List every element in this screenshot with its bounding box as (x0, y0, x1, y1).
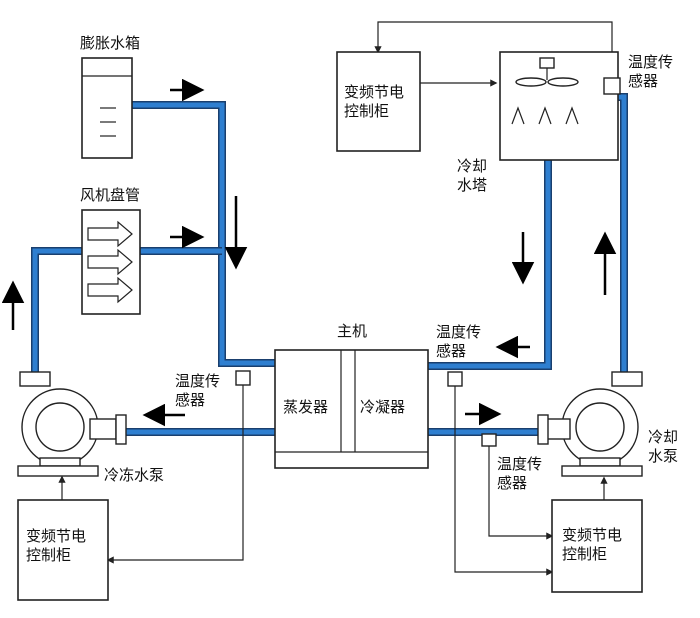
main-unit (274, 349, 429, 469)
pump-flange (115, 414, 127, 445)
label-sensor-tower: 温度传 (628, 53, 673, 71)
temperature-sensor-tower (603, 77, 621, 95)
pipe-chilled-supply (132, 101, 275, 367)
pump-icon (35, 402, 85, 452)
fan-coil-body (81, 209, 141, 315)
temperature-sensor-condenser (447, 371, 463, 387)
chilled-water-pump (17, 371, 127, 477)
expansion-tank (81, 57, 133, 159)
pump-inlet (544, 418, 571, 440)
label-vfd-chilled: 变频节电 (26, 527, 86, 545)
label-vfd-tower: 控制柜 (344, 102, 389, 120)
label-vfd-cooling: 控制柜 (562, 545, 607, 563)
pipe-condenser-to-tower (428, 160, 551, 369)
vfd-cabinet-chilled (17, 499, 109, 601)
temperature-sensor-cooling-return (481, 433, 497, 447)
pump-icon (575, 402, 625, 452)
pump-stand (39, 457, 81, 467)
label-sensor-chilled: 感器 (175, 391, 205, 409)
pump-stand (579, 457, 621, 467)
label-cooling-pump: 冷却 (648, 428, 678, 446)
flow-arrows (1, 78, 617, 427)
label-cooling-tower: 水塔 (457, 176, 487, 194)
label-sensor-chilled: 温度传 (175, 372, 220, 390)
fan-coil-arrow-icon (87, 248, 133, 276)
label-cooling-tower: 冷却 (457, 157, 487, 175)
pump-outlet (89, 418, 117, 440)
fan-icon (515, 77, 547, 87)
pipe-chilled-supply (132, 102, 275, 366)
tower-fill-mark (565, 106, 579, 125)
pipe-fancoil-to-pump (32, 248, 82, 372)
label-main-unit: 主机 (337, 322, 367, 340)
label-vfd-tower: 变频节电 (344, 83, 404, 101)
pump-flange (537, 414, 549, 445)
label-sensor-tower: 感器 (628, 72, 658, 90)
control-lines (58, 21, 613, 576)
cooling-tower (499, 51, 619, 161)
label-sensor-condenser: 温度传 (436, 323, 481, 341)
pump-icon (611, 371, 643, 387)
vfd-cabinet-tower (336, 51, 421, 152)
tower-fill-mark (511, 106, 525, 125)
label-sensor-condenser: 感器 (436, 342, 466, 360)
fan-icon (539, 57, 555, 69)
tower-fill-mark (538, 106, 552, 125)
signal-line-chilled (106, 385, 244, 564)
label-sensor-cooling-return: 感器 (497, 474, 527, 492)
label-cooling-pump: 水泵 (648, 447, 678, 465)
pump-base (17, 465, 99, 477)
vfd-cabinet-cooling (551, 499, 643, 593)
cooling-water-pump (537, 371, 643, 477)
label-sensor-cooling-return: 温度传 (497, 455, 542, 473)
signal-line-condenser (454, 386, 554, 576)
label-expansion-tank: 膨胀水箱 (80, 34, 140, 52)
temperature-sensor-chilled (235, 370, 251, 386)
fan-coil-arrow-icon (87, 220, 133, 248)
label-evaporator: 蒸发器 (283, 398, 328, 416)
label-chilled-pump: 冷冻水泵 (104, 466, 164, 484)
fan-icon (547, 77, 579, 87)
signal-line-cooling-return (488, 446, 554, 540)
label-vfd-cooling: 变频节电 (562, 526, 622, 544)
label-fan-coil: 风机盘管 (80, 186, 140, 204)
fan-coil-arrow-icon (87, 276, 133, 304)
cooling-tower-body (499, 51, 619, 161)
pump-base (561, 465, 643, 477)
pipe-fancoil-to-pump (31, 247, 82, 372)
pump-icon (19, 371, 51, 387)
signal-line-tower (374, 21, 613, 80)
fan-coil (81, 209, 141, 315)
label-vfd-chilled: 控制柜 (26, 546, 71, 564)
label-condenser: 冷凝器 (360, 398, 405, 416)
main-unit-body (274, 349, 429, 469)
